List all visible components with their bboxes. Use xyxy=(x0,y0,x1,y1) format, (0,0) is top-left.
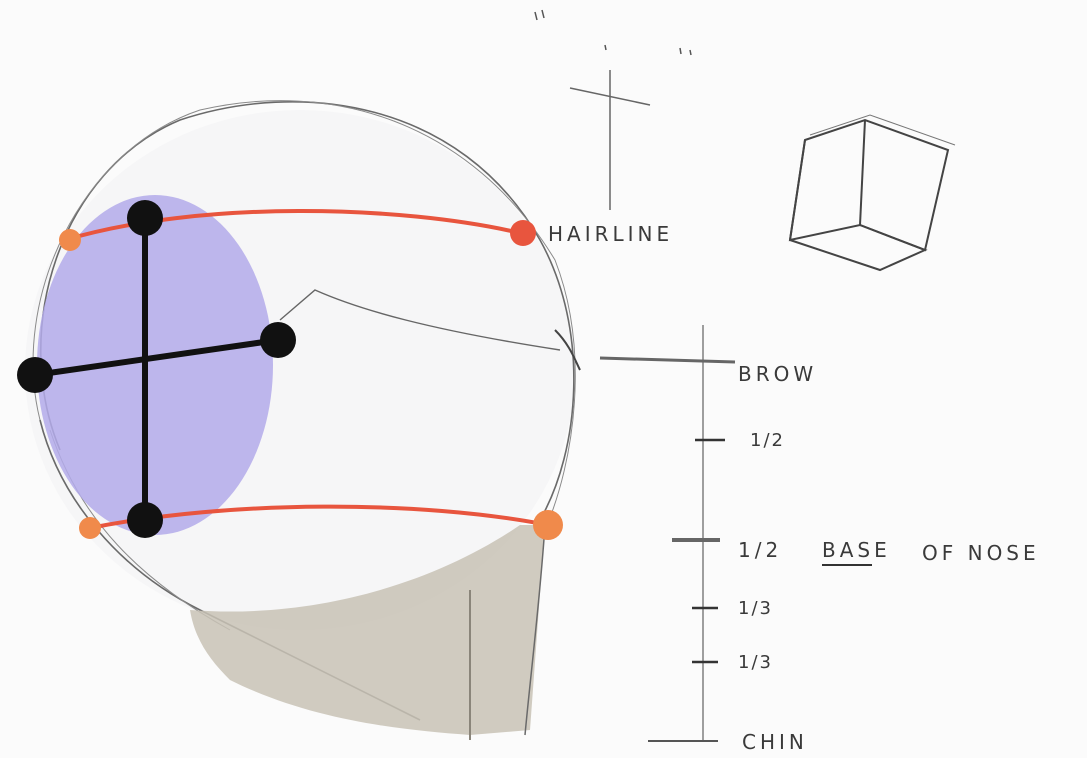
half-top-label: 1/2 xyxy=(750,430,785,451)
hairline-back-point xyxy=(59,229,81,251)
nose-base-front-point xyxy=(533,510,563,540)
brow-label: BROW xyxy=(738,362,817,386)
nose-base-back-point xyxy=(79,517,101,539)
axis-top-point xyxy=(127,200,163,236)
top-dot-mark-2 xyxy=(680,48,691,55)
brow-tick xyxy=(600,358,735,362)
hairline-label: HAIRLINE xyxy=(548,222,673,246)
base-label: BASE xyxy=(822,538,891,562)
cube-sketch xyxy=(790,115,955,270)
third-label-1: 1/3 xyxy=(738,598,773,619)
chin-label: CHIN xyxy=(742,730,808,754)
of-nose-label: OF NOSE xyxy=(922,541,1040,565)
half-base-label: 1/2 xyxy=(738,538,782,562)
top-tick-marks xyxy=(535,10,544,20)
top-dot-mark xyxy=(605,45,606,50)
third-label-2: 1/3 xyxy=(738,652,773,673)
axis-left-point xyxy=(17,357,53,393)
axis-bottom-point xyxy=(127,502,163,538)
hairline-front-point xyxy=(510,220,536,246)
axis-right-point xyxy=(260,322,296,358)
